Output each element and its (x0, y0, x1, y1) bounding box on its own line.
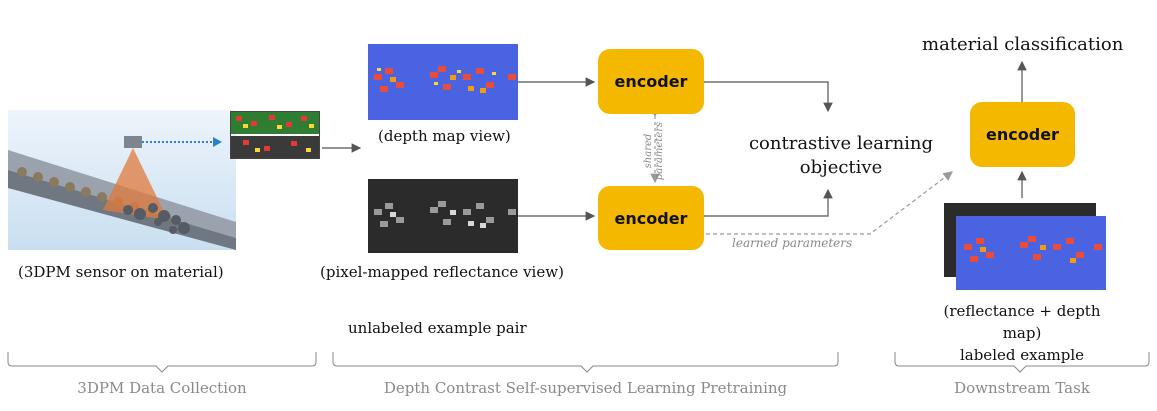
learned-parameters-label: learned parameters (732, 236, 853, 250)
depth-view-caption: (depth map view) (378, 127, 511, 145)
contrastive-line2: objective (799, 157, 883, 178)
shared-parameters-label: shared parameters (636, 120, 672, 181)
conveyor-illustration (8, 110, 236, 250)
reflectance-view-caption: (pixel-mapped reflectance view) (320, 263, 564, 281)
section-downstream: Downstream Task (954, 379, 1090, 397)
shared-label-line1: shared (643, 133, 654, 169)
labeled-line2: labeled example (959, 346, 1085, 364)
section-pretraining: Depth Contrast Self-supervised Learning … (383, 379, 788, 397)
reflectance-view-image (368, 179, 518, 253)
depth-map-view-image (368, 44, 518, 120)
labeled-example-caption: (reflectance + depth map) labeled exampl… (928, 300, 1116, 366)
contrastive-objective-label: contrastive learning objective (746, 132, 936, 180)
encoder-downstream: encoder (970, 102, 1075, 167)
sensor-illustration (8, 110, 236, 250)
encoder-top: encoder (598, 49, 704, 114)
encoder-bottom: encoder (598, 186, 704, 250)
labeled-line1: (reflectance + depth map) (943, 302, 1101, 342)
sensor-output-thumbnail (230, 111, 320, 159)
section-data-collection: 3DPM Data Collection (77, 379, 247, 397)
labeled-example-front-image (956, 216, 1106, 290)
shared-label-line2: parameters (654, 121, 665, 181)
unlabeled-pair-caption: unlabeled example pair (348, 319, 527, 337)
sensor-caption: (3DPM sensor on material) (18, 263, 224, 281)
material-classification-label: material classification (922, 34, 1124, 55)
contrastive-line1: contrastive learning (748, 133, 934, 154)
